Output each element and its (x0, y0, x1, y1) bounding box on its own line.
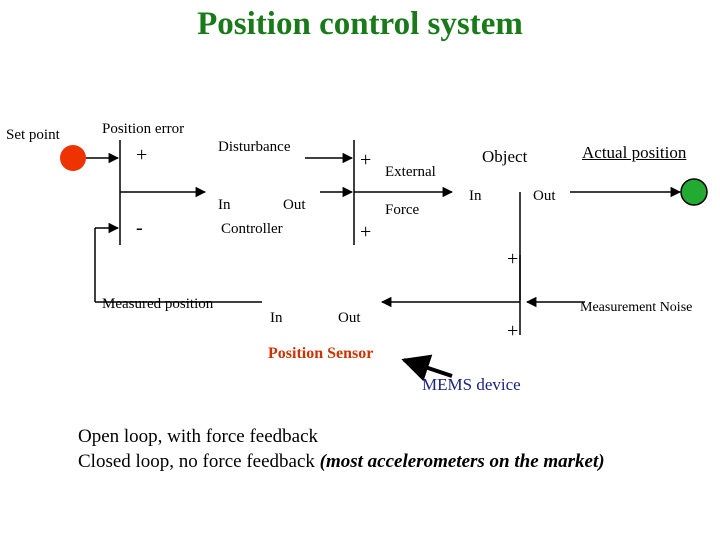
force-label: Force (385, 202, 420, 218)
sum1-plus-sign: + (136, 144, 148, 166)
note-closed-loop-italic: (most accelerometers on the market) (319, 451, 605, 472)
sensor-in-label: In (270, 310, 283, 326)
page-title: Position control system (197, 6, 523, 42)
position-dot (680, 178, 708, 206)
set-point-label: Set point (6, 127, 60, 143)
note-closed-loop-main: Closed loop, no force feedback (78, 451, 320, 472)
external-label: External (385, 164, 436, 180)
sum2-plus-top: + (360, 149, 372, 171)
disturbance-label: Disturbance (218, 139, 291, 155)
sum3-plus-bottom: + (507, 320, 519, 342)
sum1-minus-sign: - (136, 217, 143, 239)
note-open-loop: Open loop, with force feedback (78, 426, 319, 447)
position-sensor-label: Position Sensor (268, 345, 374, 362)
controller-out-label: Out (283, 197, 306, 213)
sum2-plus-bottom: + (360, 221, 372, 243)
position-error-label: Position error (102, 121, 185, 137)
setpoint-dot (60, 145, 86, 171)
mems-device-label: MEMS device (422, 375, 521, 394)
mems-pointer (401, 354, 453, 382)
object-out-label: Out (533, 188, 556, 204)
controller-in-label: In (218, 197, 231, 213)
note-closed-loop: Closed loop, no force feedback (most acc… (78, 452, 605, 471)
sum3-plus-top: + (507, 248, 519, 270)
controller-label: Controller (221, 221, 283, 237)
object-label: Object (482, 147, 528, 166)
actual-position-label: Actual position (582, 143, 687, 162)
object-in-label: In (469, 188, 482, 204)
measured-position-label: Measured position (102, 296, 214, 312)
measurement-noise-label: Measurement Noise (580, 300, 693, 315)
sensor-out-label: Out (338, 310, 361, 326)
